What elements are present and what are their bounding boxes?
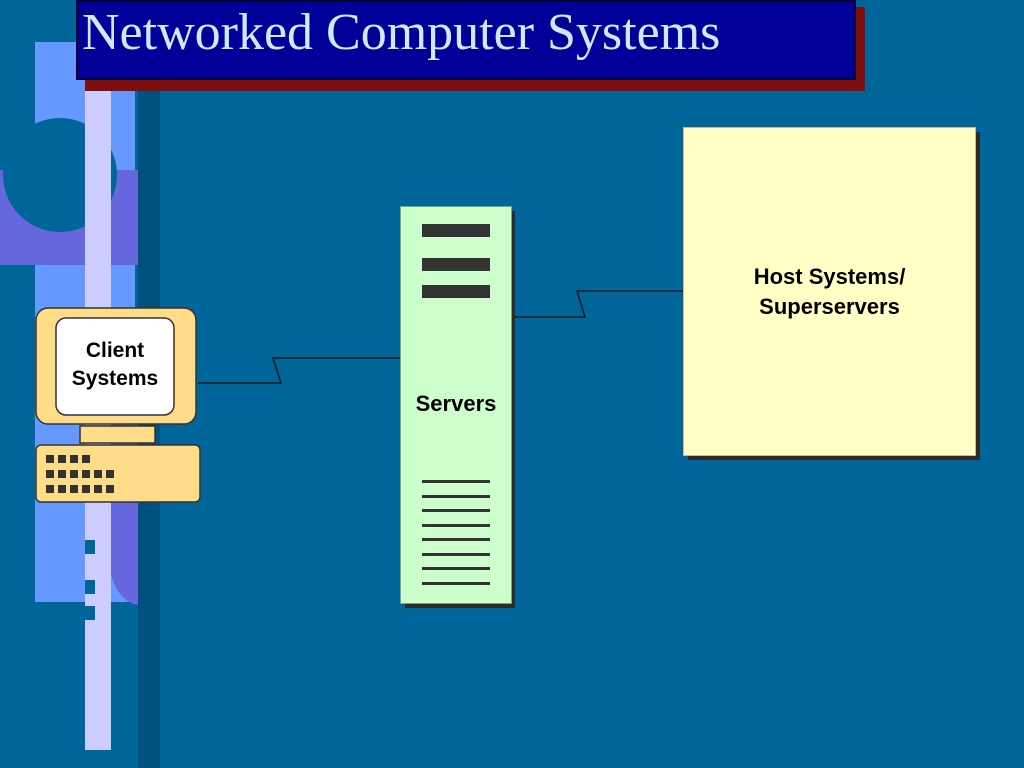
vent-line <box>422 509 490 512</box>
client-label-line-1: Client <box>85 339 145 362</box>
vent-line <box>422 553 490 556</box>
page-title: Networked Computer Systems <box>82 4 721 61</box>
server-host-link <box>512 290 688 318</box>
drive-slot <box>422 224 490 237</box>
server-tower <box>400 206 512 604</box>
vent-line <box>422 480 490 483</box>
client-server-link <box>198 357 400 384</box>
host-label-line-1: Host Systems/ <box>753 264 906 289</box>
servers-label: Servers <box>415 391 497 416</box>
host-systems-box <box>683 127 976 456</box>
client-systems-label: Client Systems <box>56 337 174 393</box>
vent-line <box>422 524 490 527</box>
vent-line <box>422 538 490 541</box>
drive-slot <box>422 258 490 271</box>
vent-line <box>422 582 490 585</box>
vent-line <box>422 567 490 570</box>
drive-slot <box>422 285 490 298</box>
client-label-line-2: Systems <box>71 367 159 390</box>
title-bar <box>76 0 856 80</box>
vent-line <box>422 495 490 498</box>
host-label-line-2: Superservers <box>759 294 900 319</box>
host-systems-label: Host Systems/ Superservers <box>683 262 976 322</box>
client-computer-icon <box>35 307 201 503</box>
